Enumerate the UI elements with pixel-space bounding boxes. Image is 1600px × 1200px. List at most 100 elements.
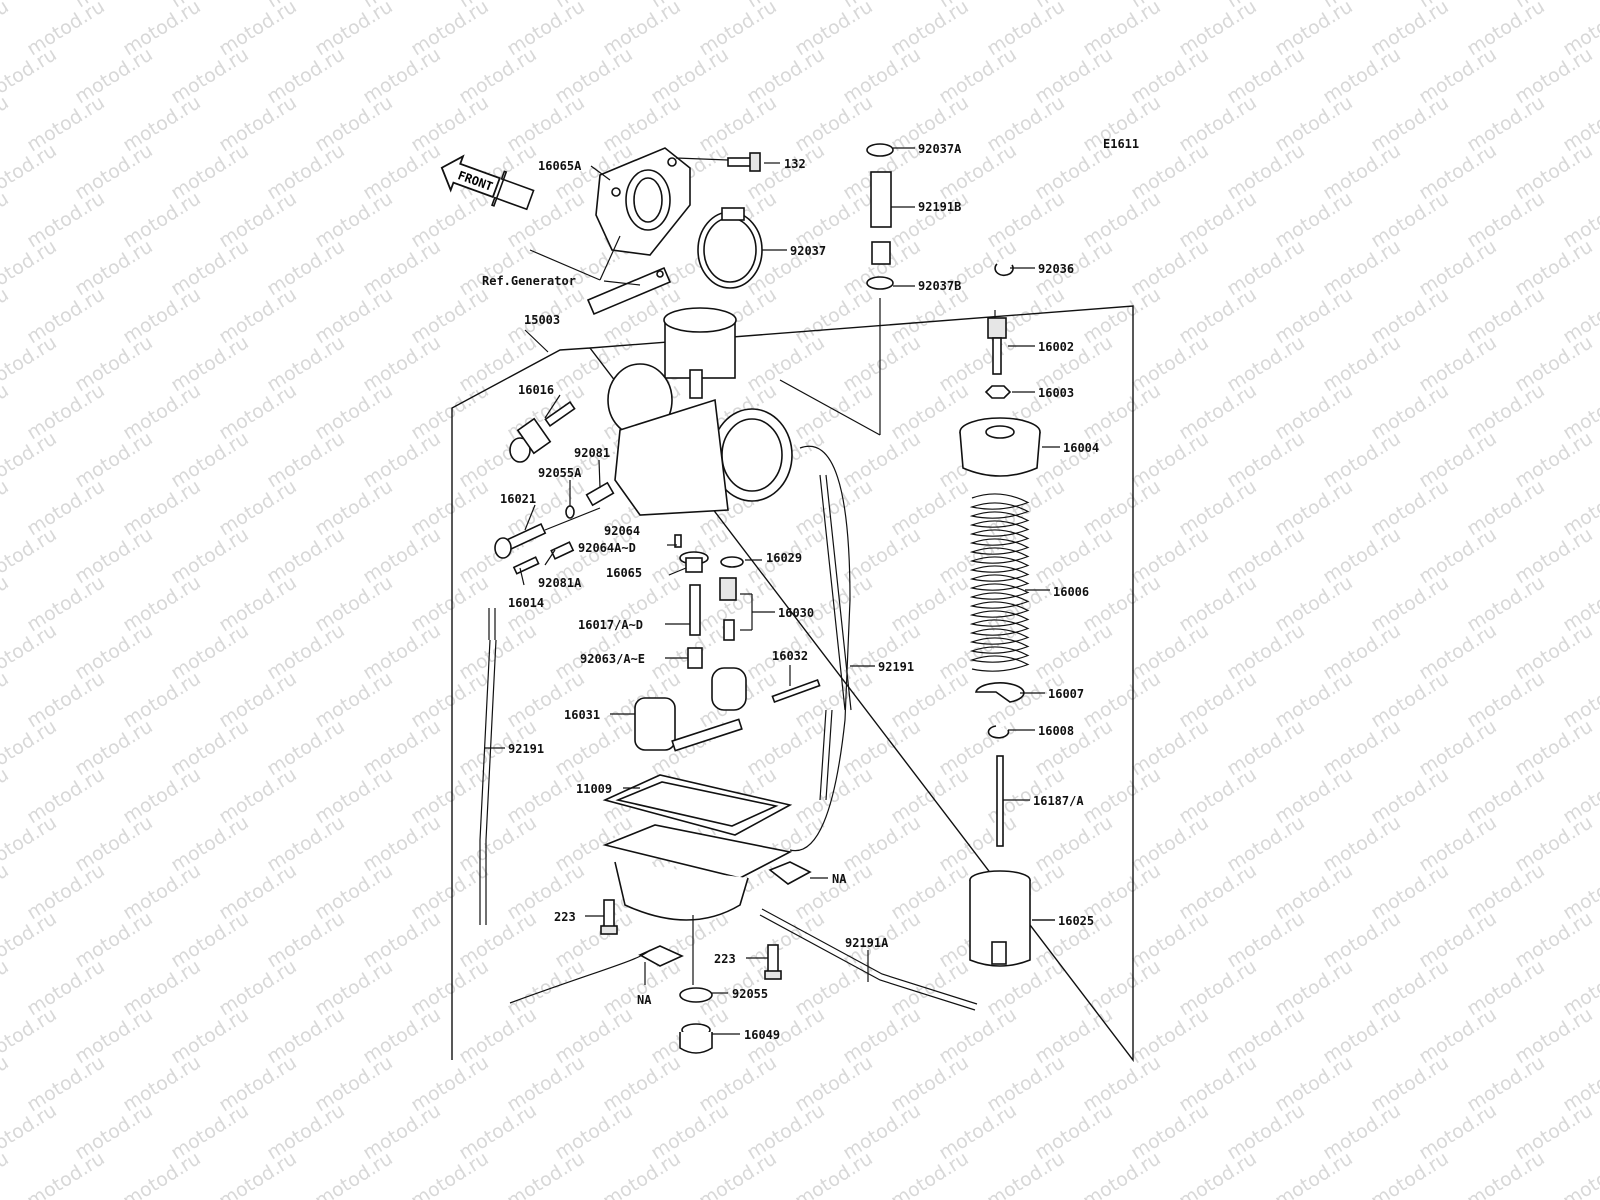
label-92037: 92037 — [790, 244, 826, 258]
watermark-text: motod.ru — [1271, 1147, 1357, 1200]
label-92191-left: 92191 — [508, 742, 544, 756]
watermark-text: motod.ru — [1463, 1147, 1549, 1200]
label-92191-right: 92191 — [878, 660, 914, 674]
plug-16049-part — [679, 1023, 713, 1054]
watermark-text: motod.ru — [71, 1195, 157, 1200]
screw-223-part — [600, 899, 782, 980]
hose-92191A-part — [759, 908, 978, 1011]
label-16065A: 16065A — [538, 159, 582, 173]
watermark-text: motod.ru — [0, 955, 13, 1020]
watermark-text: motod.ru — [647, 1195, 733, 1200]
watermark-text: motod.ru — [791, 1147, 877, 1200]
label-92064: 92064 — [604, 524, 640, 538]
label-NA-1: NA — [832, 872, 847, 886]
label-92055A: 92055A — [538, 466, 582, 480]
watermark-text: motod.ru — [599, 1147, 685, 1200]
watermark-text: motod.ru — [0, 0, 13, 60]
watermark-text: motod.ru — [311, 1147, 397, 1200]
watermark-text: motod.ru — [0, 91, 13, 156]
oring-92055-part — [679, 987, 713, 1003]
watermark-text: motod.ru — [935, 1195, 1021, 1200]
label-92037B: 92037B — [918, 279, 961, 293]
label-16016: 16016 — [518, 383, 554, 397]
label-16065: 16065 — [606, 566, 642, 580]
watermark-text: motod.ru — [0, 571, 13, 636]
label-92063AE: 92063/A~E — [580, 652, 645, 666]
label-16014: 16014 — [508, 596, 544, 610]
watermark-text: motod.ru — [1511, 1195, 1597, 1200]
label-92055: 92055 — [732, 987, 768, 1001]
watermark-text: motod.ru — [167, 1195, 253, 1200]
label-92037A: 92037A — [918, 142, 962, 156]
label-16029: 16029 — [766, 551, 802, 565]
hose-92191-right-part — [819, 474, 852, 801]
watermark-text: motod.ru — [0, 379, 13, 444]
diagram-code: E1611 — [1103, 137, 1139, 151]
screw-16016-part — [509, 401, 576, 463]
cap-16004-part — [959, 417, 1041, 477]
clip-92036-part — [994, 263, 1014, 277]
label-16021: 16021 — [500, 492, 536, 506]
label-16008: 16008 — [1038, 724, 1074, 738]
watermark-text: motod.ru — [0, 187, 13, 252]
callout-labels: 16065A 132 92037A 92191B 92037 92037B 92… — [482, 142, 1099, 1042]
label-223-b: 223 — [714, 952, 736, 966]
label-NA-2: NA — [637, 993, 652, 1007]
watermark-text: motod.ru — [215, 1147, 301, 1200]
watermark-text: motod.ru — [503, 1147, 589, 1200]
hose-92191B-part — [866, 143, 894, 290]
float-bowl-part — [602, 824, 812, 967]
hose-92191-left-part — [488, 608, 496, 640]
intake-manifold-part — [595, 147, 691, 256]
watermark-text: motod.ru — [551, 1195, 637, 1200]
watermark-text: motod.ru — [1319, 1195, 1405, 1200]
watermark-text: motod.ru — [0, 475, 13, 540]
watermark-text: motod.ru — [407, 1147, 493, 1200]
label-92081A: 92081A — [538, 576, 582, 590]
watermark-text: motod.ru — [455, 1195, 541, 1200]
label-223-a: 223 — [554, 910, 576, 924]
float-16031-part — [634, 667, 747, 752]
watermark-text: motod.ru — [839, 1195, 925, 1200]
watermark-text: motod.ru — [1559, 1147, 1600, 1200]
pin-16032-part — [771, 678, 821, 704]
watermark-text: motod.ru — [263, 1195, 349, 1200]
watermark-text: motod.ru — [1367, 1147, 1453, 1200]
label-16017AD: 16017/A~D — [578, 618, 643, 632]
label-92081: 92081 — [574, 446, 610, 460]
label-16049: 16049 — [744, 1028, 780, 1042]
watermark-text: motod.ru — [119, 1147, 205, 1200]
watermark-text: motod.ru — [0, 763, 13, 828]
watermark-text: motod.ru — [0, 667, 13, 732]
spring-92081A-part — [550, 541, 575, 560]
watermark-text: motod.ru — [0, 1147, 13, 1200]
watermark-text: motod.ru — [359, 1195, 445, 1200]
label-132: 132 — [784, 157, 806, 171]
watermark-text: motod.ru — [0, 283, 13, 348]
watermark-text: motod.ru — [0, 1051, 13, 1116]
throttle-valve-16025-part — [969, 870, 1031, 967]
clip-16008-part — [987, 725, 1010, 739]
watermark-text: motod.ru — [887, 1147, 973, 1200]
assembly-frame — [451, 305, 1134, 1063]
label-16002: 16002 — [1038, 340, 1074, 354]
carburetor-body-part — [607, 307, 793, 516]
label-16030: 16030 — [778, 606, 814, 620]
leader-15003 — [524, 329, 549, 353]
label-15003: 15003 — [524, 313, 560, 327]
watermark-text: motod.ru — [1031, 1195, 1117, 1200]
label-16003: 16003 — [1038, 386, 1074, 400]
label-92064AD: 92064A~D — [578, 541, 636, 555]
label-16032: 16032 — [772, 649, 808, 663]
label-16025: 16025 — [1058, 914, 1094, 928]
watermark-text: motod.ru — [0, 859, 13, 924]
clamp-92037-part — [697, 207, 763, 289]
generator-strap-part — [586, 266, 672, 316]
needle-16187-part — [996, 755, 1004, 847]
label-16006: 16006 — [1053, 585, 1089, 599]
label-16007: 16007 — [1048, 687, 1084, 701]
leader-lines — [485, 147, 1060, 1035]
label-16031: 16031 — [564, 708, 600, 722]
